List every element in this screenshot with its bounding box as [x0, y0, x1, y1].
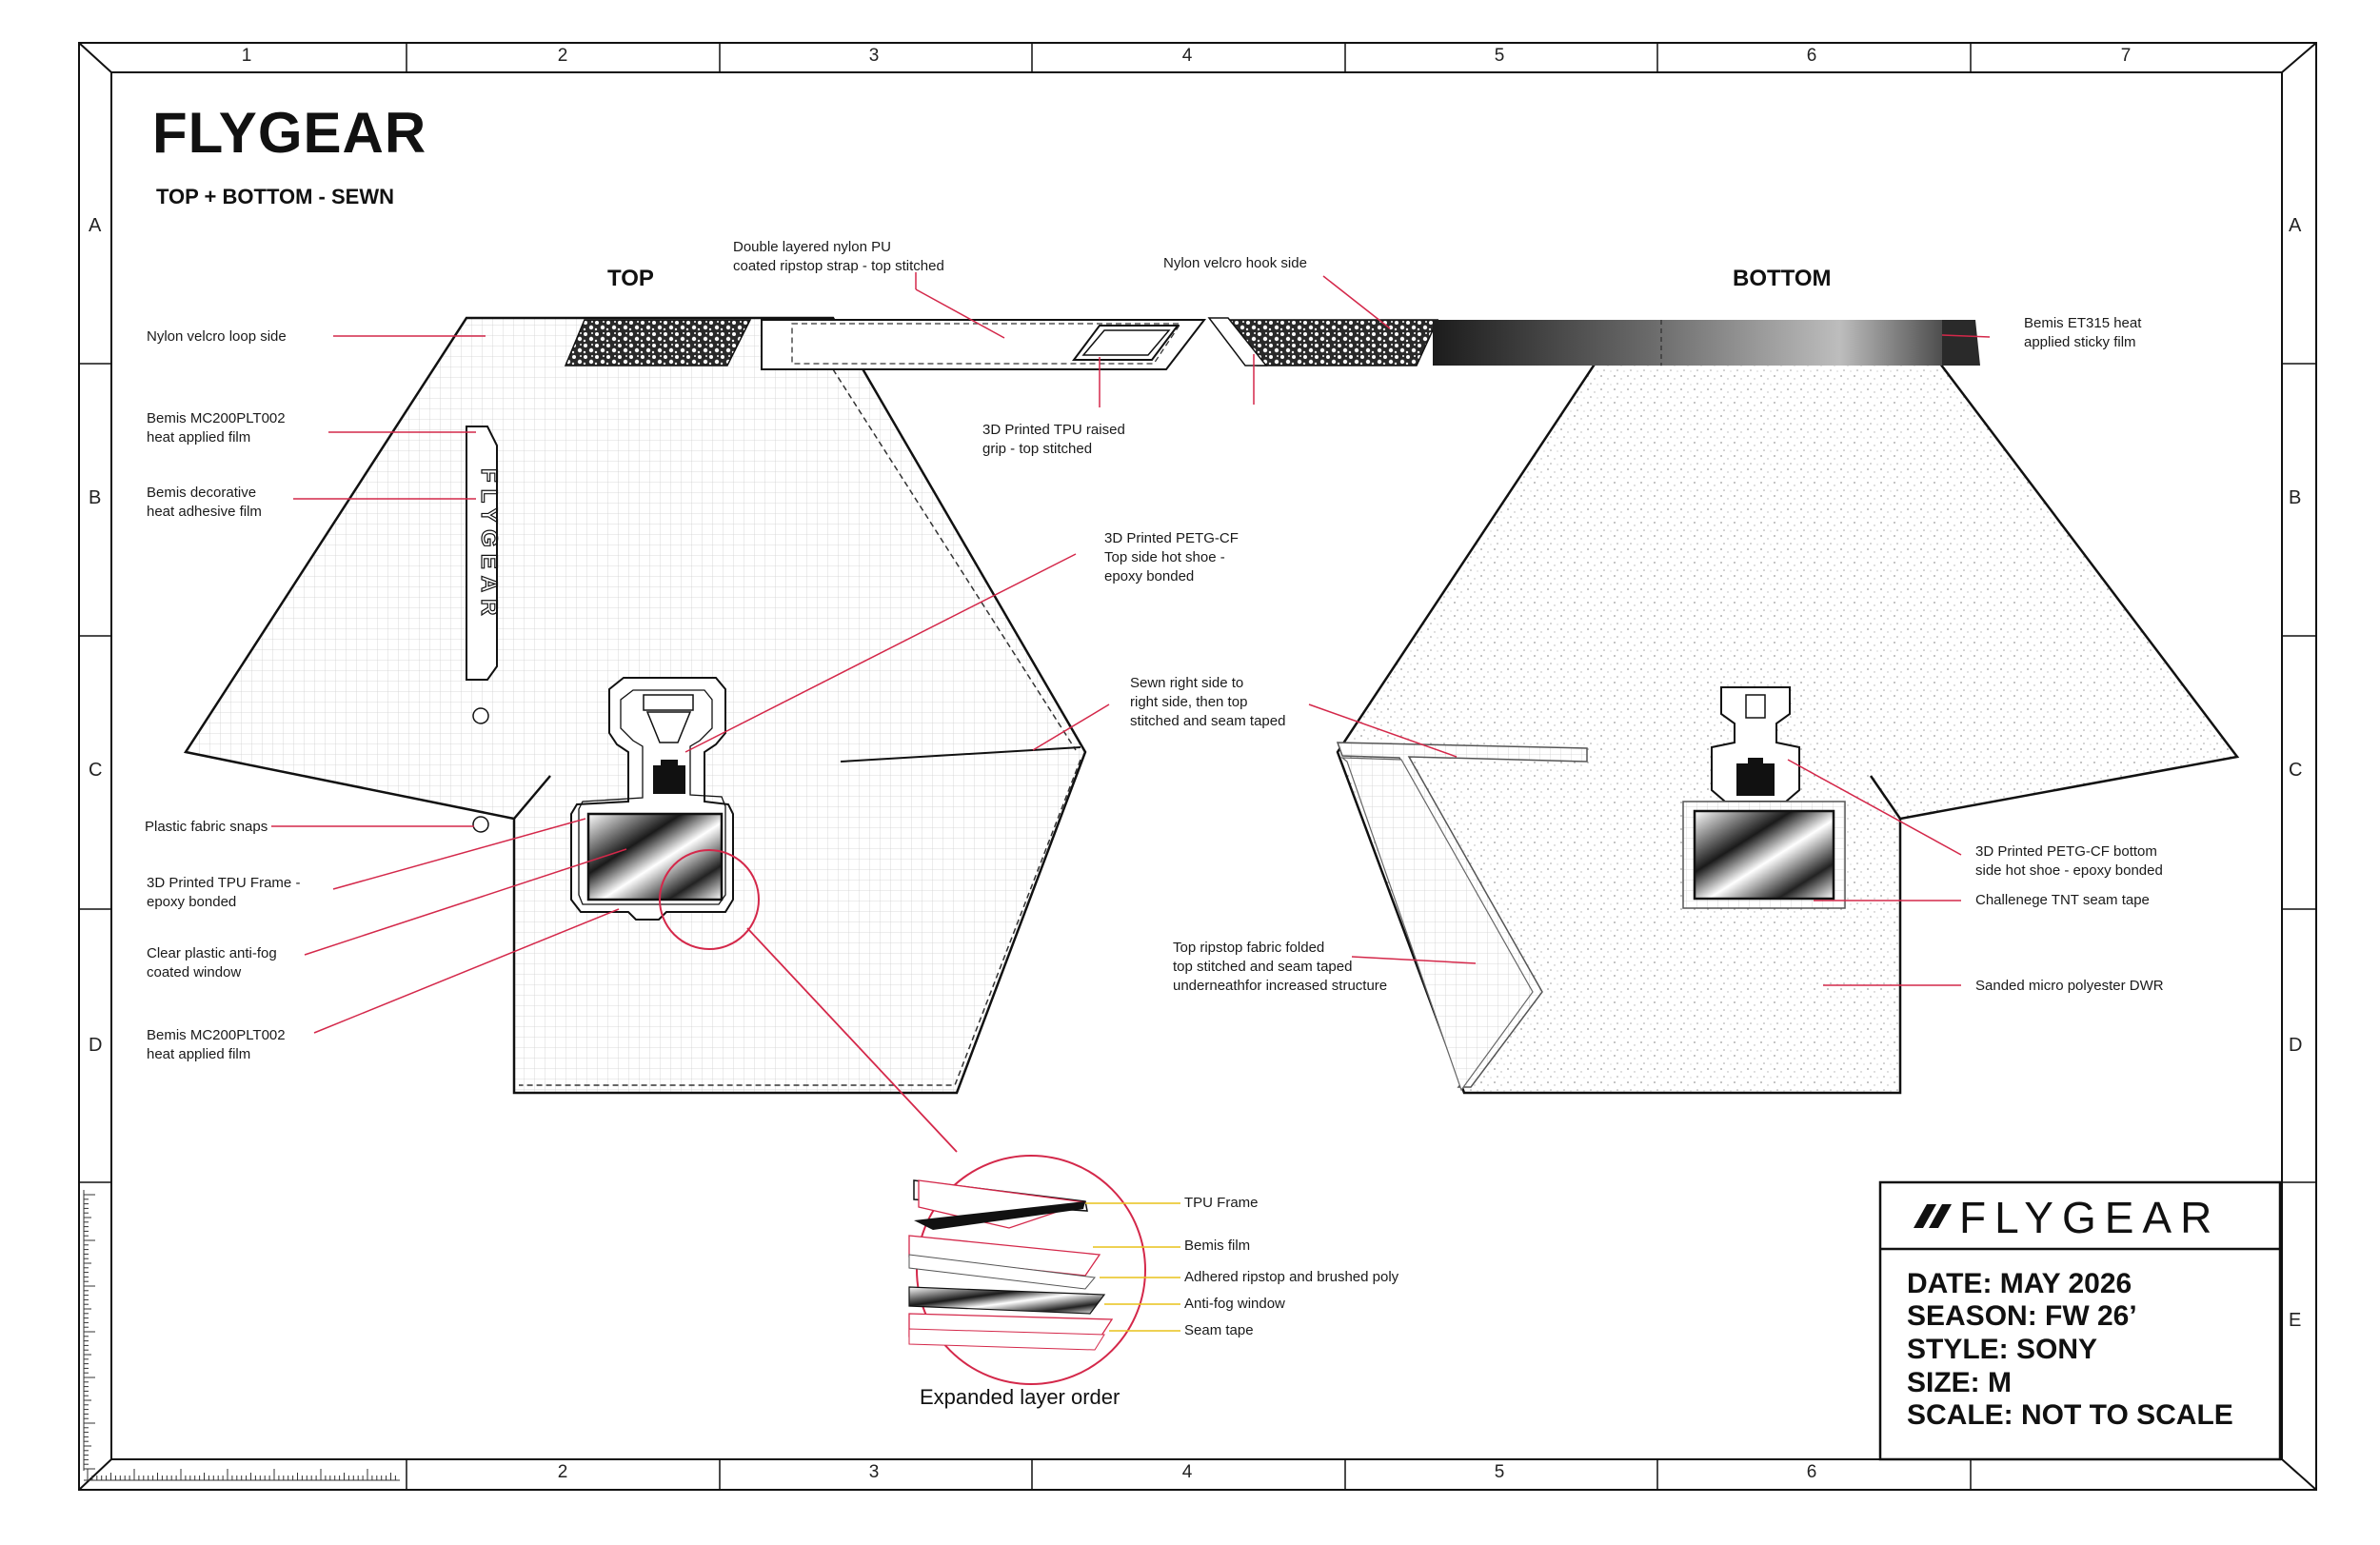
grid-column-label: 5 [1494, 1462, 1505, 1482]
tpu-raised-grip [1072, 325, 1180, 361]
title-block-scale: SCALE: NOT TO SCALE [1907, 1399, 2233, 1431]
title-block-size: SIZE: M [1907, 1367, 2012, 1398]
callout-dwr-fabric: Sanded micro polyester DWR [1975, 978, 2164, 994]
bottom-hot-shoe [1711, 686, 1800, 802]
grid-column-label: 3 [868, 46, 880, 66]
title-block-frame [1878, 1180, 2282, 1461]
callout-et315-film: Bemis ET315 heat applied sticky film [2024, 315, 2142, 350]
grid-row-label: C [2289, 760, 2303, 781]
grid-dividers [79, 43, 2316, 1490]
et315-film-tip [1942, 320, 1980, 366]
callout-velcro-loop: Nylon velcro loop side [147, 328, 287, 345]
callout-fabric-snaps: Plastic fabric snaps [145, 819, 268, 835]
grid-column-label: 5 [1494, 46, 1505, 66]
grid-column-label: 4 [1181, 1462, 1193, 1482]
grid-row-label: A [2289, 215, 2302, 236]
sheet-frame [78, 42, 2317, 1491]
callout-sewn-seam: Sewn right side to right side, then top … [1130, 675, 1286, 729]
title-block-date: DATE: MAY 2026 [1907, 1268, 2132, 1299]
title-block-logo: FLYGEAR [1959, 1193, 2221, 1242]
fabric-snap [472, 816, 489, 833]
bottom-window [1682, 801, 1846, 909]
callout-raised-grip: 3D Printed TPU raised grip - top stitche… [982, 422, 1125, 457]
callout-petg-top: 3D Printed PETG-CF Top side hot shoe - e… [1104, 530, 1239, 584]
callout-decorative-film: Bemis decorative heat adhesive film [147, 485, 262, 520]
title-block-logo-mark [1914, 1204, 1952, 1228]
callout-petg-bottom: 3D Printed PETG-CF bottom side hot shoe … [1975, 843, 2163, 879]
ruler [83, 1190, 400, 1481]
strap-end-tab [1207, 317, 1268, 366]
callout-window: Clear plastic anti-fog coated window [147, 945, 277, 980]
bottom-view-title: BOTTOM [1733, 266, 1832, 291]
layer-label: Anti-fog window [1184, 1296, 1285, 1312]
grid-column-label: 4 [1181, 46, 1193, 66]
sheet-subtitle: TOP + BOTTOM - SEWN [156, 185, 394, 208]
grid-column-label: 3 [868, 1462, 880, 1482]
callout-tpu-frame: 3D Printed TPU Frame - epoxy bonded [147, 875, 301, 910]
callout-mc200-lower: Bemis MC200PLT002 heat applied film [147, 1027, 286, 1062]
tpu-frame-assembly [570, 677, 734, 921]
layer-label: Seam tape [1184, 1322, 1254, 1338]
grid-row-label: E [2289, 1310, 2302, 1331]
grid-row-label: D [2289, 1035, 2303, 1056]
expanded-layer-detail [908, 1155, 1146, 1385]
grid-column-label: 6 [1806, 46, 1817, 66]
layer-label: Adhered ripstop and brushed poly [1184, 1269, 1399, 1285]
callout-ripstop-folded: Top ripstop fabric folded top stitched a… [1173, 940, 1388, 994]
grid-column-label: 1 [241, 46, 252, 66]
top-view-title: TOP [607, 266, 654, 291]
brand-title: FLYGEAR [152, 101, 427, 165]
callout-strap: Double layered nylon PU coated ripstop s… [733, 239, 944, 274]
grid-row-label: C [89, 760, 103, 781]
layer-leader-lines [1085, 1202, 1180, 1332]
title-block-style: STYLE: SONY [1907, 1334, 2098, 1365]
ruler-ticks [84, 1194, 396, 1480]
layer-label: TPU Frame [1184, 1195, 1259, 1211]
grid-row-label: B [2289, 487, 2302, 508]
decorative-logo-text: FLYGEAR [476, 468, 502, 622]
grid-column-label: 7 [2120, 46, 2132, 66]
callout-tnt-seam-tape: Challenege TNT seam tape [1975, 892, 2150, 908]
bottom-panel [1336, 358, 2240, 1095]
grid-column-label: 2 [557, 46, 568, 66]
leader-lines [271, 272, 1991, 1034]
callout-mc200-upper: Bemis MC200PLT002 heat applied film [147, 410, 286, 446]
detail-callout-circle [659, 849, 760, 950]
et315-sticky-film [1433, 320, 1975, 366]
fabric-snap [472, 707, 489, 724]
grid-row-label: D [89, 1035, 103, 1056]
title-block-season: SEASON: FW 26’ [1907, 1300, 2137, 1332]
callout-velcro-hook: Nylon velcro hook side [1163, 255, 1307, 271]
layer-label: Bemis film [1184, 1238, 1251, 1254]
decorative-logo-film: FLYGEAR [466, 426, 503, 681]
grid-row-label: B [89, 487, 102, 508]
velcro-loop-patch [564, 319, 752, 366]
grid-row-label: A [89, 215, 102, 236]
grid-column-label: 2 [557, 1462, 568, 1482]
expanded-layer-caption: Expanded layer order [920, 1385, 1121, 1409]
grid-column-label: 6 [1806, 1462, 1817, 1482]
